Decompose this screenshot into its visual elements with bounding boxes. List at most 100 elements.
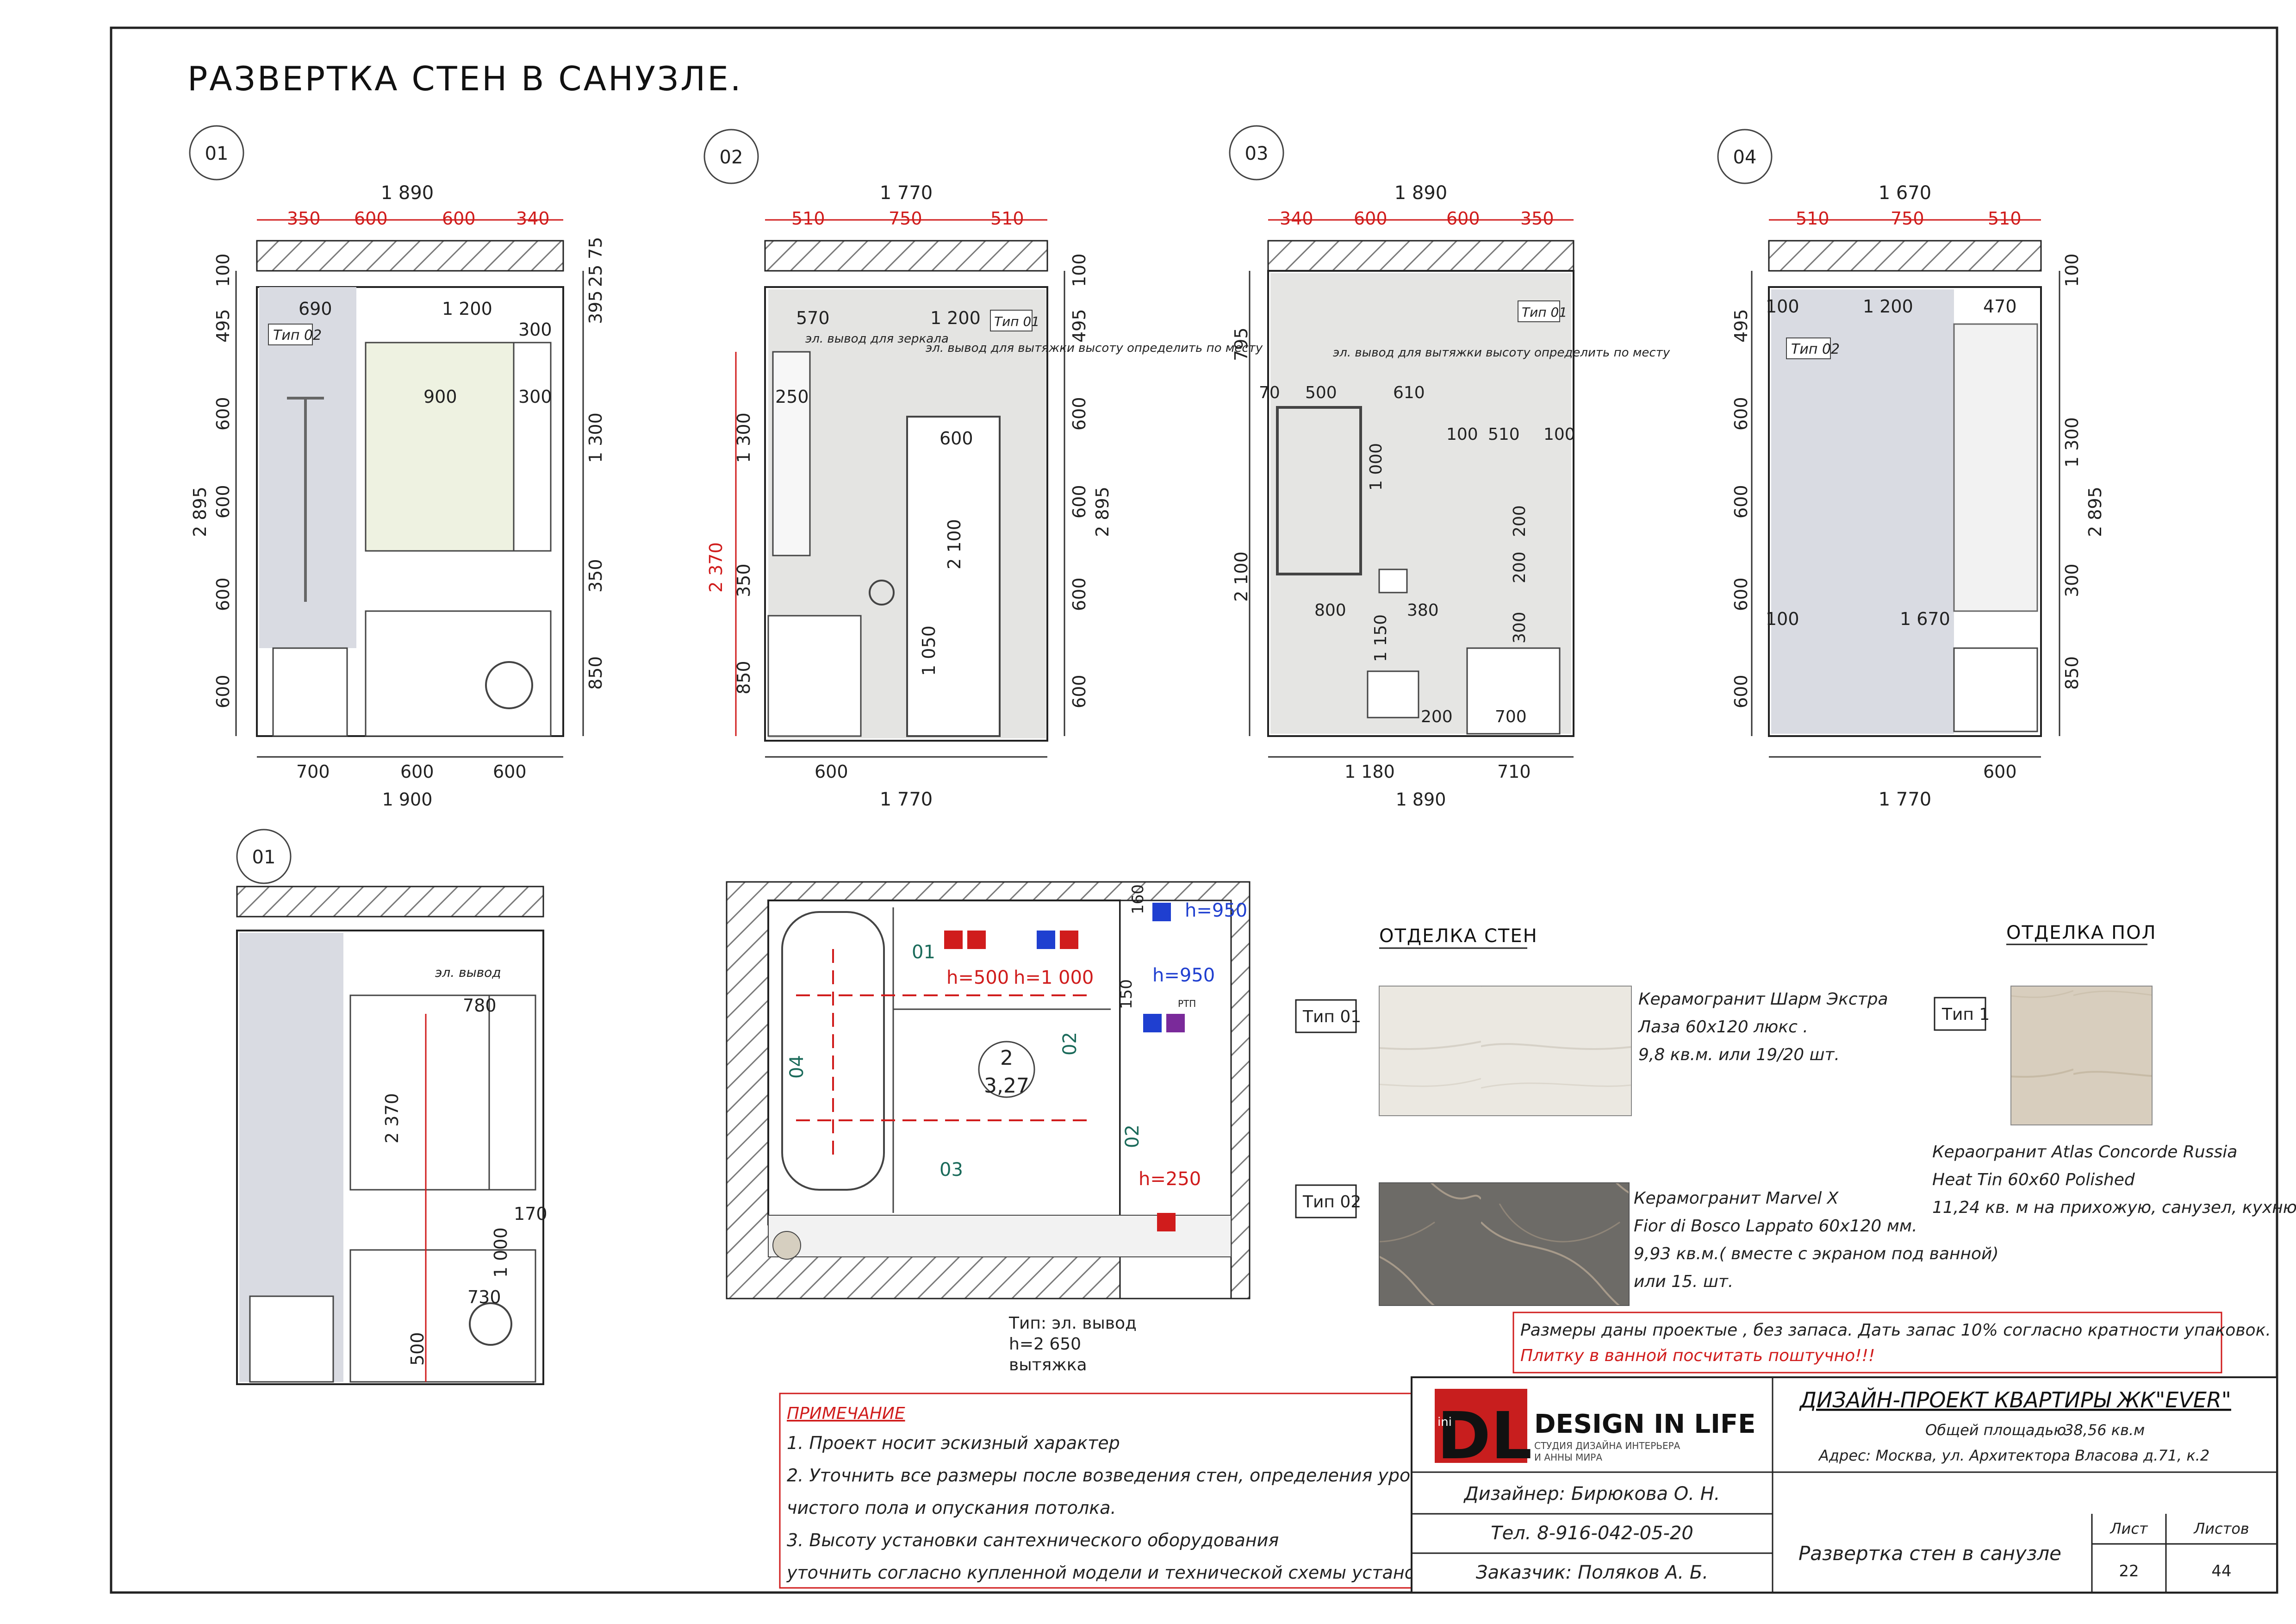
svg-text:780: 780 bbox=[463, 995, 497, 1016]
svg-text:750: 750 bbox=[1891, 208, 1924, 229]
svg-text:1 890: 1 890 bbox=[1396, 789, 1446, 810]
svg-text:Heat Tin 60х60 Polished: Heat Tin 60х60 Polished bbox=[1932, 1170, 2135, 1189]
svg-text:380: 380 bbox=[1407, 601, 1439, 620]
svg-text:h=500: h=500 bbox=[946, 967, 1009, 988]
svg-text:300: 300 bbox=[1510, 612, 1529, 643]
svg-text:75: 75 bbox=[585, 237, 606, 259]
svg-text:510: 510 bbox=[1796, 208, 1829, 229]
svg-text:2 370: 2 370 bbox=[706, 542, 726, 593]
svg-text:600: 600 bbox=[213, 397, 233, 431]
svg-text:Кераогранит Atlas Concorde Rus: Кераогранит Atlas Concorde Russia bbox=[1932, 1143, 2237, 1162]
svg-text:340: 340 bbox=[1280, 208, 1313, 229]
svg-text:100: 100 bbox=[1766, 296, 1799, 317]
svg-text:300: 300 bbox=[518, 319, 552, 340]
title-block: DL ini DESIGN IN LIFE СТУДИЯ ДИЗАЙНА ИНТ… bbox=[1411, 1376, 2278, 1593]
svg-text:04: 04 bbox=[786, 1055, 808, 1079]
elevation-01-marker bbox=[189, 125, 244, 181]
svg-text:1 300: 1 300 bbox=[585, 412, 606, 463]
svg-text:1 900: 1 900 bbox=[382, 789, 433, 810]
svg-text:СТУДИЯ ДИЗАЙНА ИНТЕРЬЕРА: СТУДИЯ ДИЗАЙНА ИНТЕРЬЕРА bbox=[1534, 1440, 1680, 1451]
svg-text:h=950: h=950 bbox=[1152, 965, 1215, 986]
svg-text:510: 510 bbox=[990, 208, 1024, 229]
svg-text:600: 600 bbox=[1069, 485, 1089, 518]
svg-text:Листов: Листов bbox=[2193, 1520, 2249, 1537]
svg-text:Тип 1: Тип 1 bbox=[1941, 1005, 1990, 1024]
logo-letters: DL bbox=[1437, 1399, 1532, 1474]
svg-text:600: 600 bbox=[1731, 397, 1751, 431]
svg-text:Лаза 60х120 люкс .: Лаза 60х120 люкс . bbox=[1637, 1018, 1808, 1037]
svg-text:Заказчик: Поляков А. Б.: Заказчик: Поляков А. Б. bbox=[1476, 1562, 1708, 1583]
svg-text:1 670: 1 670 bbox=[1879, 182, 1932, 204]
svg-text:Дизайнер: Бирюкова О. Н.: Дизайнер: Бирюкова О. Н. bbox=[1463, 1483, 1720, 1505]
svg-text:600: 600 bbox=[1983, 762, 2017, 782]
svg-text:22: 22 bbox=[2119, 1562, 2139, 1580]
svg-text:ПРИМЕЧАНИЕ: ПРИМЕЧАНИЕ bbox=[787, 1404, 905, 1423]
svg-text:600: 600 bbox=[940, 428, 973, 449]
svg-text:600: 600 bbox=[442, 208, 476, 229]
svg-text:100: 100 bbox=[1543, 425, 1575, 444]
svg-text:Тип 01: Тип 01 bbox=[1522, 305, 1567, 320]
svg-text:h=950: h=950 bbox=[1185, 900, 1247, 921]
svg-text:2 370: 2 370 bbox=[382, 1093, 402, 1143]
elevation-04: 04 510 750 510 1 670 600 1 770 495 600 6… bbox=[1717, 129, 2105, 810]
svg-text:395: 395 bbox=[585, 290, 606, 324]
svg-text:3,27: 3,27 bbox=[984, 1074, 1029, 1098]
logo-mark bbox=[1435, 1389, 1527, 1463]
svg-text:495: 495 bbox=[1731, 309, 1751, 343]
tile-type-02-area bbox=[259, 287, 356, 648]
side-shelf bbox=[513, 342, 552, 552]
bathtub bbox=[272, 647, 348, 737]
svg-text:Лист: Лист bbox=[2109, 1520, 2148, 1537]
svg-text:510: 510 bbox=[1488, 425, 1520, 444]
svg-text:1 770: 1 770 bbox=[1879, 789, 1932, 810]
svg-text:РТП: РТП bbox=[1178, 998, 1196, 1009]
svg-text:1 300: 1 300 bbox=[2062, 417, 2082, 468]
svg-text:44: 44 bbox=[2211, 1562, 2231, 1580]
svg-text:200: 200 bbox=[1510, 505, 1529, 537]
svg-text:11,24 кв. м на прихожую, сануз: 11,24 кв. м на прихожую, санузел, кухню. bbox=[1932, 1198, 2296, 1217]
sheet-frame bbox=[110, 26, 2278, 1594]
svg-text:100: 100 bbox=[1069, 253, 1089, 287]
mirror-cabinet bbox=[365, 342, 515, 552]
svg-text:350: 350 bbox=[734, 563, 754, 597]
svg-text:Общей площадью: Общей площадью bbox=[1925, 1421, 2066, 1439]
svg-text:1 050: 1 050 bbox=[919, 625, 939, 676]
svg-text:9,93 кв.м.( вместе с экраном п: 9,93 кв.м.( вместе с экраном под ванной) bbox=[1634, 1244, 1999, 1263]
svg-text:02: 02 bbox=[1122, 1124, 1143, 1148]
elevation-03: 03 340 600 600 350 1 890 1 180 710 1 890… bbox=[1229, 125, 1670, 810]
svg-text:900: 900 bbox=[423, 387, 457, 407]
svg-text:Тип 02: Тип 02 bbox=[1302, 1193, 1361, 1212]
tile-tag: Тип 02 bbox=[273, 327, 322, 344]
svg-text:Керамогранит Шарм Экстра: Керамогранит Шарм Экстра bbox=[1638, 990, 1888, 1009]
svg-text:610: 610 bbox=[1393, 383, 1425, 402]
vanity bbox=[1953, 647, 2038, 732]
tile-swatch-01 bbox=[1379, 986, 1632, 1116]
elevation-01: 01 350 600 600 340 1 890 700 600 600 1 9… bbox=[189, 125, 606, 810]
svg-text:1 200: 1 200 bbox=[442, 299, 492, 319]
svg-text:эл. вывод для вытяжки высоту о: эл. вывод для вытяжки высоту определить … bbox=[926, 341, 1263, 355]
svg-text:2: 2 bbox=[1000, 1046, 1013, 1070]
svg-text:эл. вывод для зеркала: эл. вывод для зеркала bbox=[805, 332, 949, 346]
svg-text:600: 600 bbox=[1354, 208, 1388, 229]
svg-text:170: 170 bbox=[514, 1204, 548, 1224]
svg-text:1 300: 1 300 bbox=[734, 412, 754, 463]
svg-text:04: 04 bbox=[1733, 147, 1757, 168]
svg-text:ОТДЕЛКА СТЕН: ОТДЕЛКА СТЕН bbox=[1379, 925, 1538, 947]
svg-text:h=250: h=250 bbox=[1139, 1168, 1201, 1190]
svg-text:1 890: 1 890 bbox=[381, 182, 434, 204]
elevation-01-id: 01 bbox=[205, 143, 229, 164]
svg-text:9,8 кв.м. или 19/20 шт.: 9,8 кв.м. или 19/20 шт. bbox=[1638, 1045, 1840, 1064]
svg-text:02: 02 bbox=[720, 147, 743, 168]
svg-text:ОТДЕЛКА ПОЛ: ОТДЕЛКА ПОЛ bbox=[2006, 922, 2157, 943]
svg-text:1 890: 1 890 bbox=[1394, 182, 1448, 204]
svg-text:850: 850 bbox=[2062, 656, 2082, 690]
elevation-02: 02 510 750 510 1 770 600 1 770 1 300 350… bbox=[703, 129, 1263, 810]
floor-plan: 2 3,27 01 02 03 04 02 h=500 h=1 000 h=95… bbox=[726, 881, 1251, 1374]
svg-text:Fior di Bosco Lappato 60х120 м: Fior di Bosco Lappato 60х120 мм. bbox=[1634, 1217, 1917, 1236]
svg-text:h=1 000: h=1 000 bbox=[1014, 967, 1094, 988]
svg-text:чистого пола и опускания потол: чистого пола и опускания потолка. bbox=[787, 1498, 1116, 1518]
svg-text:200: 200 bbox=[1510, 551, 1529, 583]
svg-text:600: 600 bbox=[1731, 485, 1751, 518]
remarks-box bbox=[779, 1393, 1415, 1589]
